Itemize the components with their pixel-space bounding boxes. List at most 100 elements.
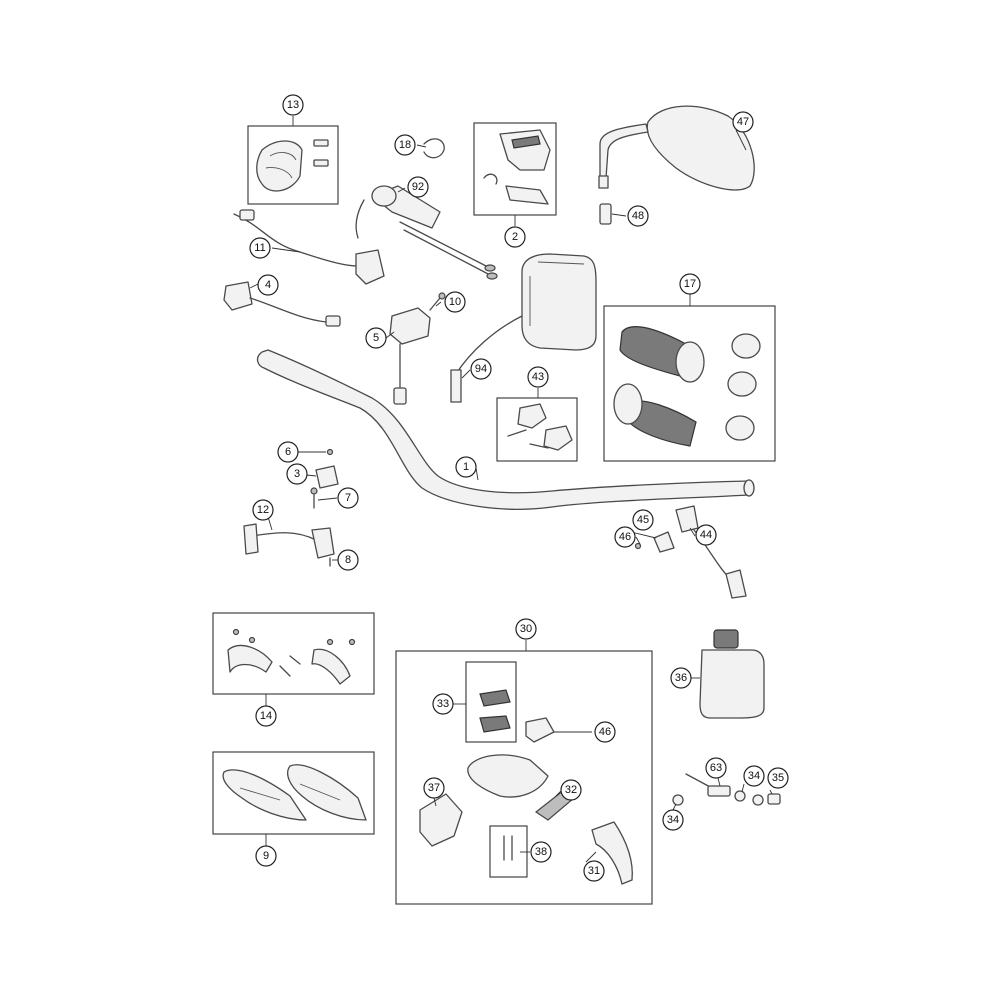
hand-guard-right-part: [287, 764, 367, 821]
handlebar-end-part: [743, 479, 755, 497]
sensor-part: [311, 527, 335, 559]
grip-right-part: [625, 400, 697, 447]
callout-13: 13: [282, 94, 304, 116]
mirror-adapter-part: [599, 203, 612, 225]
grip-cam-part: [731, 333, 761, 359]
svg-text:18: 18: [399, 139, 411, 151]
switch-wire-part: [233, 213, 359, 267]
svg-text:45: 45: [637, 514, 649, 526]
clamp-part: [517, 403, 547, 429]
handlebar-switch-part: [389, 307, 431, 345]
callout-36: 36: [670, 667, 692, 689]
pin-part: [507, 429, 549, 449]
svg-text:38: 38: [535, 846, 547, 858]
callout-12: 12: [252, 499, 274, 521]
callout-18: 18: [394, 134, 416, 156]
svg-text:3: 3: [294, 468, 300, 480]
callout-11: 11: [249, 237, 271, 259]
reservoir-diaphragm-part: [479, 715, 511, 733]
callout-48: 48: [627, 205, 649, 227]
callout-34-upper: 34: [743, 765, 765, 787]
number-plate-stem-part: [450, 369, 462, 403]
grip-cam-part: [725, 415, 755, 441]
grip-flange-part: [613, 383, 643, 425]
screw-part: [313, 159, 329, 167]
fluid-bottle-cap-part: [713, 629, 739, 649]
screw-part: [634, 542, 642, 550]
throttle-cable-end: [486, 272, 498, 280]
svg-text:10: 10: [449, 296, 461, 308]
master-cylinder-part: [467, 754, 549, 798]
svg-text:43: 43: [532, 371, 544, 383]
callout-31: 31: [583, 860, 605, 882]
callout-38: 38: [530, 841, 552, 863]
svg-text:12: 12: [257, 504, 269, 516]
mirror-arm-part: [599, 123, 649, 179]
svg-text:11: 11: [254, 242, 265, 254]
callout-63: 63: [705, 757, 727, 779]
clamp-part: [543, 425, 573, 451]
number-plate-bracket-part: [455, 315, 523, 401]
svg-text:36: 36: [675, 672, 687, 684]
switch-housing-detail: [265, 152, 297, 179]
callout-34-lower: 34: [662, 809, 684, 831]
switch-bracket-part: [653, 531, 675, 553]
brake-line-part: [685, 773, 713, 789]
hand-guard-texture: [239, 783, 341, 801]
connector-part: [243, 523, 259, 555]
connector-part: [239, 209, 255, 221]
clamp-part: [525, 717, 555, 743]
screw-part: [313, 139, 329, 147]
mirror-part: [646, 105, 755, 191]
svg-text:46: 46: [599, 726, 611, 738]
svg-text:92: 92: [412, 181, 424, 193]
washer-part: [752, 794, 764, 806]
sensor-wire-part: [251, 532, 317, 541]
svg-text:13: 13: [287, 99, 299, 111]
bracket-part: [311, 648, 351, 685]
connector-part: [725, 569, 747, 599]
group-frame-38: [489, 825, 528, 878]
callout-46-upper: 46: [614, 526, 636, 548]
callout-30: 30: [515, 618, 537, 640]
callout-2: 2: [504, 226, 526, 248]
svg-text:2: 2: [512, 231, 518, 243]
bolt-part: [248, 636, 256, 644]
group-frame-14: [212, 612, 375, 695]
svg-text:1: 1: [463, 461, 469, 473]
pins-part: [503, 835, 513, 861]
callout-37: 37: [423, 777, 445, 799]
svg-text:37: 37: [428, 782, 440, 794]
banjo-bolt-part: [707, 785, 731, 797]
brake-lever-part: [591, 821, 633, 885]
svg-text:14: 14: [260, 710, 272, 722]
lever-cover-part: [419, 793, 463, 847]
kill-switch-part: [355, 249, 385, 285]
start-switch-part: [223, 281, 253, 311]
svg-text:32: 32: [565, 784, 577, 796]
callout-8: 8: [337, 549, 359, 571]
group-frame-17: [603, 305, 776, 462]
mirror-bolt-part: [598, 175, 609, 189]
group-frame-30: [395, 650, 653, 905]
svg-text:34: 34: [667, 814, 679, 826]
callout-92: 92: [407, 176, 429, 198]
bracket-part: [227, 645, 273, 673]
reservoir-cover-part: [479, 689, 511, 707]
svg-text:4: 4: [265, 279, 271, 291]
start-switch-wire: [249, 297, 327, 323]
svg-text:48: 48: [632, 210, 644, 222]
svg-text:33: 33: [437, 698, 449, 710]
cover-plate-part: [315, 465, 339, 489]
nut-part: [326, 448, 334, 456]
callout-44: 44: [695, 524, 717, 546]
svg-text:30: 30: [520, 623, 532, 635]
screw-part: [429, 297, 441, 311]
svg-text:94: 94: [475, 363, 487, 375]
throttle-grip-end-part: [371, 185, 397, 207]
cable-tie-small-part: [483, 173, 498, 185]
group-frame-33: [465, 661, 517, 743]
switch-housing-part: [256, 140, 303, 192]
screw-head-part: [438, 292, 446, 300]
